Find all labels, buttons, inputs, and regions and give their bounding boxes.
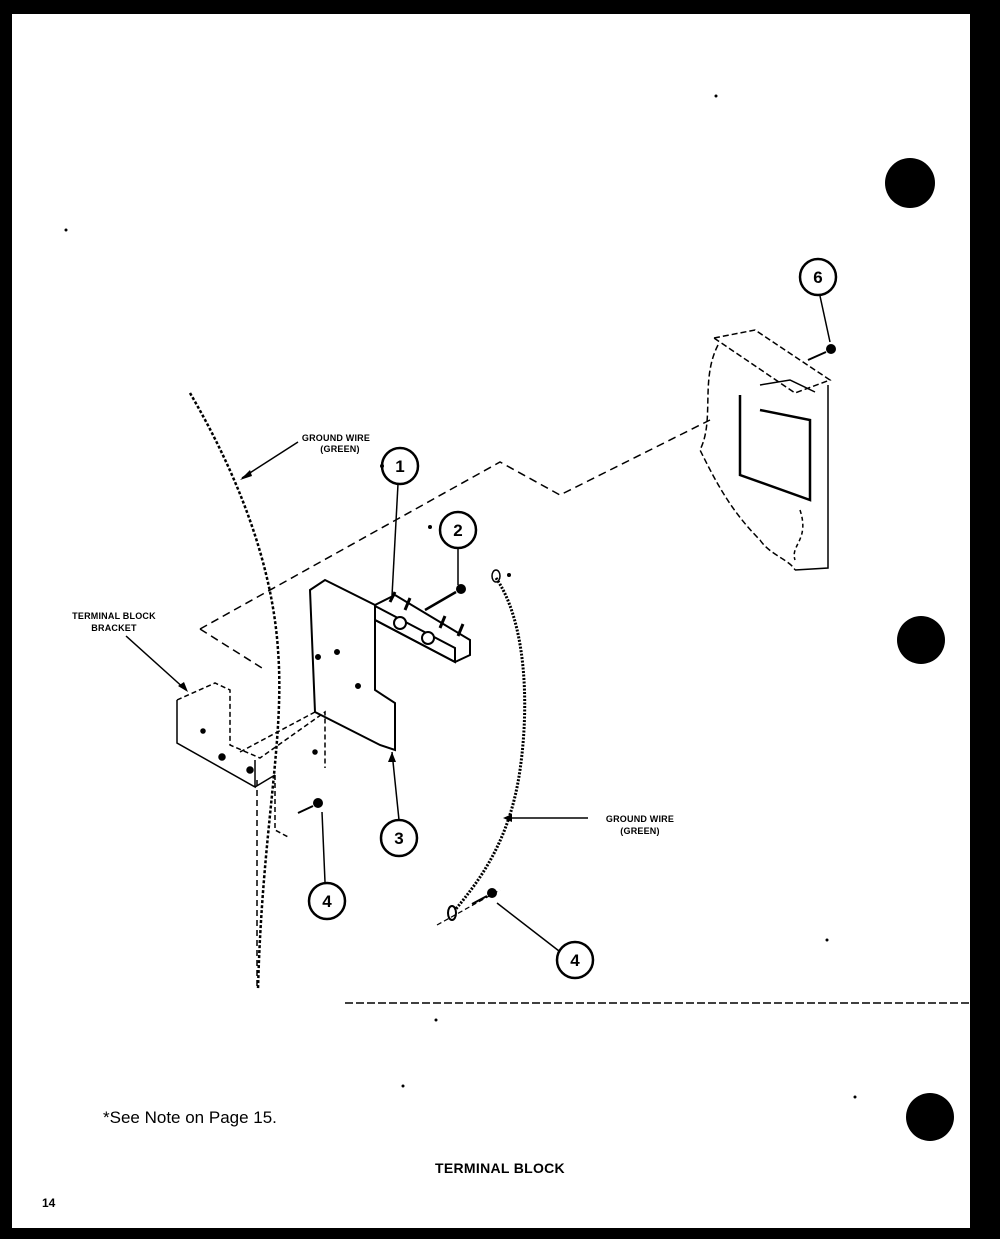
screw-item-6 [807,344,836,361]
svg-text:4: 4 [322,892,332,911]
leader-callout-3 [391,751,400,821]
leader-callout-6 [819,295,831,343]
binder-hole-top [885,158,935,208]
svg-text:GROUND WIRE: GROUND WIRE [302,433,370,443]
svg-text:TERMINAL BLOCK: TERMINAL BLOCK [72,611,156,621]
svg-text:BRACKET: BRACKET [91,623,137,633]
leader-callout-4-right [496,902,560,952]
leader-ground-wire-top [241,441,299,479]
callout-2: 2 [438,510,478,550]
svg-text:(GREEN): (GREEN) [620,826,659,836]
svg-text:2: 2 [453,521,462,540]
callout-1: 1 [380,446,420,486]
leader-bracket [125,635,187,691]
binder-hole-bottom [906,1093,954,1141]
terminal-block-bracket [176,682,326,839]
page-number: 14 [42,1196,56,1210]
binder-hole-middle [897,616,945,664]
svg-text:4: 4 [570,951,580,970]
label-terminal-block-bracket: TERMINAL BLOCK BRACKET [72,611,156,633]
screw-item-4-right [471,888,497,905]
label-ground-wire-right: GROUND WIRE (GREEN) [606,814,674,836]
ground-wire-green [453,577,527,911]
cabinet-edge-line [188,392,281,991]
svg-text:1: 1 [395,457,404,476]
terminal-block-item-1 [374,591,471,664]
assembly-dashed-line [199,419,711,669]
screw-item-2 [424,584,466,612]
page-sheet [12,14,970,1228]
svg-text:(GREEN): (GREEN) [320,444,359,454]
leader-callout-1 [391,483,399,597]
svg-text:6: 6 [813,268,822,287]
svg-text:GROUND WIRE: GROUND WIRE [606,814,674,824]
callout-6: 6 [798,257,838,297]
callout-4-left: 4 [307,881,347,921]
svg-text:3: 3 [394,829,403,848]
page-title: TERMINAL BLOCK [435,1160,565,1176]
callout-4-right: 4 [555,940,595,980]
leader-callout-4-left [321,811,326,883]
mounting-plate-item-3 [308,578,396,752]
control-box [699,329,832,571]
footnote: *See Note on Page 15. [103,1108,277,1127]
callout-3: 3 [379,818,419,858]
screw-item-4-left [297,798,323,814]
label-ground-wire-top: GROUND WIRE (GREEN) [302,433,370,454]
